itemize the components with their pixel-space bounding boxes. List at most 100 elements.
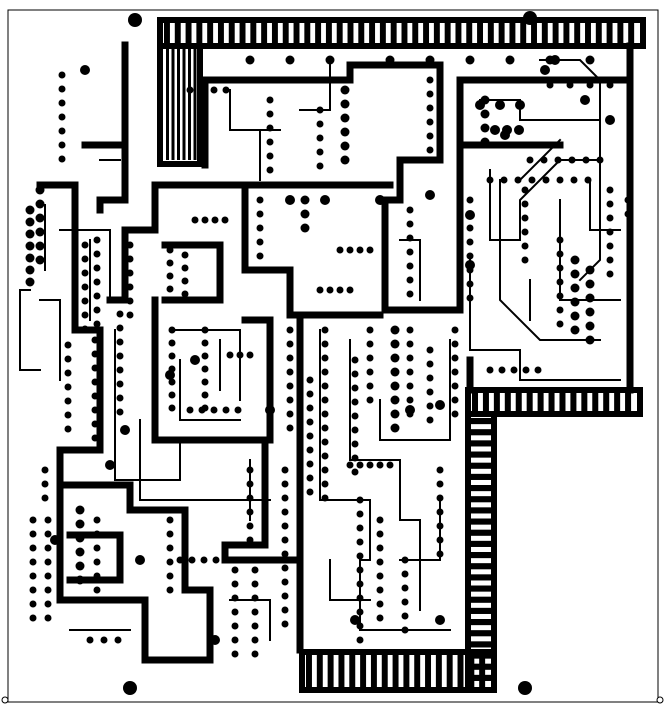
pad	[566, 81, 574, 89]
pad	[521, 214, 529, 222]
pad	[286, 368, 294, 376]
pad	[406, 326, 414, 334]
signal-traces	[19, 59, 621, 641]
pad	[356, 246, 364, 254]
pad	[181, 277, 189, 285]
pad	[466, 238, 474, 246]
pad	[29, 586, 37, 594]
signal-trace	[489, 159, 601, 241]
pad	[226, 351, 234, 359]
pad	[405, 405, 415, 415]
pad	[251, 622, 259, 630]
pad	[222, 86, 230, 94]
pad	[116, 394, 124, 402]
pad	[426, 374, 434, 382]
right-connector-finger	[603, 393, 610, 411]
signal-trace	[589, 179, 621, 231]
pad	[246, 536, 254, 544]
left-connector-finger	[177, 48, 180, 160]
pad	[624, 210, 632, 218]
pad	[91, 434, 99, 442]
pad	[351, 440, 359, 448]
pad	[556, 278, 564, 286]
pad	[110, 596, 118, 604]
pad	[376, 461, 384, 469]
pad	[366, 382, 374, 390]
pad	[181, 578, 189, 586]
pad	[390, 367, 400, 377]
pad	[201, 378, 209, 386]
pad	[356, 622, 364, 630]
pad	[346, 286, 354, 294]
signal-trace	[319, 329, 451, 631]
pad	[570, 255, 580, 265]
pad	[451, 354, 459, 362]
pad	[126, 283, 134, 291]
pad	[64, 411, 72, 419]
pad	[211, 216, 219, 224]
top-connector-finger	[228, 23, 235, 43]
pad	[356, 538, 364, 546]
signal-trace	[139, 419, 271, 501]
pad	[116, 296, 124, 304]
pad	[568, 156, 576, 164]
pad	[376, 586, 384, 594]
pad	[340, 99, 350, 109]
pad	[356, 552, 364, 560]
pad	[58, 141, 66, 149]
pad	[356, 524, 364, 532]
pad	[486, 176, 494, 184]
pad	[93, 544, 101, 552]
pad	[44, 530, 52, 538]
pad	[122, 596, 130, 604]
pad	[300, 195, 310, 205]
pad	[281, 494, 289, 502]
pad	[570, 269, 580, 279]
pad	[390, 325, 400, 335]
pad	[234, 406, 242, 414]
pad	[321, 326, 329, 334]
pad	[64, 425, 72, 433]
side-connector-finger	[471, 607, 491, 614]
pad	[231, 650, 239, 658]
pad	[44, 558, 52, 566]
pad	[584, 176, 592, 184]
pad	[266, 152, 274, 160]
pad	[29, 516, 37, 524]
pad	[58, 99, 66, 107]
pad	[316, 120, 324, 128]
pad	[58, 127, 66, 135]
pad	[246, 508, 254, 516]
signal-trace	[114, 329, 181, 481]
pad	[366, 461, 374, 469]
top-connector-finger	[369, 23, 376, 43]
right-connector-finger	[504, 393, 511, 411]
pad	[25, 265, 35, 275]
pad	[426, 118, 434, 126]
pad	[401, 612, 409, 620]
signal-trace	[19, 289, 41, 371]
pad	[93, 306, 101, 314]
pad	[210, 86, 218, 94]
pad	[75, 561, 85, 571]
pad	[116, 352, 124, 360]
bottom-connector-finger	[381, 655, 388, 687]
pad	[465, 55, 475, 65]
pad	[585, 307, 595, 317]
pad	[320, 195, 330, 205]
side-connector-finger	[471, 485, 491, 492]
pad	[186, 86, 194, 94]
pad	[285, 195, 295, 205]
pad	[222, 406, 230, 414]
pad	[435, 615, 445, 625]
top-connector-finger	[563, 23, 570, 43]
side-connector-finger	[471, 473, 491, 480]
top-connector-finger	[174, 23, 181, 43]
right-connector-finger	[570, 393, 577, 411]
pad	[586, 81, 594, 89]
pad	[426, 146, 434, 154]
pad	[44, 544, 52, 552]
side-connector-finger	[471, 440, 491, 447]
pad	[75, 575, 85, 585]
pad	[356, 510, 364, 518]
